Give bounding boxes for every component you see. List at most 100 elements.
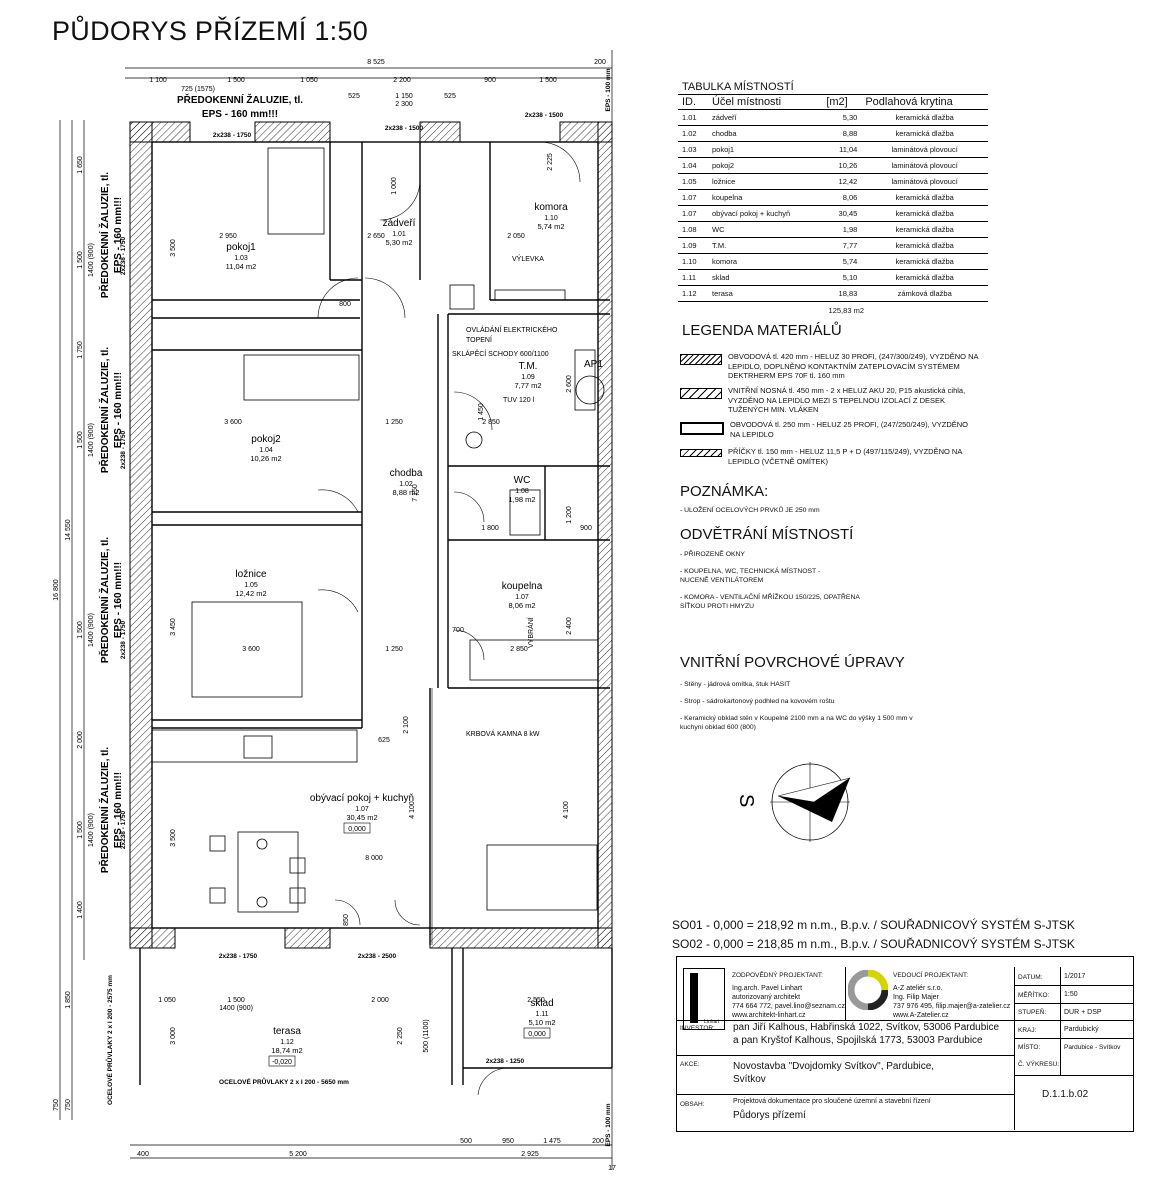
tuv-label: TUV 120 l — [503, 397, 535, 404]
room-name-label: ložnice — [235, 569, 267, 580]
room-purpose-cell: koupelna — [707, 189, 823, 206]
lintel-label: 2x238 - 1750 — [120, 236, 127, 275]
electric-label: OVLÁDÁNÍ ELEKTRICKÉHO — [466, 325, 558, 334]
room-area-label: 8,06 m2 — [508, 601, 535, 610]
dimension-label: 1 800 — [481, 525, 499, 532]
dimension-label: 700 — [452, 627, 464, 634]
title-block — [676, 956, 1134, 1132]
room-area-cell: 12,42 — [822, 173, 862, 190]
room-purpose-cell: pokoj2 — [707, 157, 823, 174]
room-number-label: 1.11 — [535, 1011, 548, 1018]
legend-text: VNITŘNÍ NOSNÁ tl. 450 mm - 2 x HELUZ AKU… — [728, 386, 966, 414]
surfaces-item: - Keramický obklad stěn v Koupelně 2100 … — [680, 715, 913, 731]
designer-logo: Linhart — [683, 968, 725, 1030]
dimension-label: 2 050 — [507, 233, 525, 240]
lead-company: A-Z ateliér s.r.o. — [893, 985, 943, 992]
dimension-label: 2 250 — [397, 1027, 404, 1045]
dimension-label: 2 200 — [393, 77, 411, 84]
room-number-label: 1.04 — [259, 447, 273, 454]
dimension-label: 3 500 — [170, 829, 177, 847]
responsible-role: autorizovaný architekt — [732, 994, 801, 1001]
drawing-no-value: D.1.1.b.02 — [1042, 1089, 1089, 1100]
north-arrow: S — [735, 762, 851, 842]
room-name-label: pokoj1 — [226, 242, 256, 253]
dimension-label: 2 400 — [566, 617, 573, 635]
room-id-cell: 1.05 — [678, 173, 708, 190]
scale-value: 1:50 — [1064, 991, 1078, 998]
stage-value: DUR + DSP — [1064, 1009, 1102, 1016]
room-number-label: 1.10 — [544, 215, 558, 222]
room-area-cell: 5,10 — [822, 269, 862, 286]
content-title: Půdorys přízemí — [733, 1110, 806, 1121]
lintel-label: 2x238 - 1750 — [120, 430, 127, 469]
room-area-cell: 8,88 — [822, 125, 862, 142]
furniture — [151, 147, 605, 913]
dimension-label: 2 300 — [395, 101, 413, 108]
dimension-label: 400 — [137, 1151, 149, 1158]
dimension-label: 625 — [378, 737, 390, 744]
date-caption: DATUM: — [1018, 974, 1043, 981]
dimension-label: 1 000 — [391, 177, 398, 195]
room-area-cell: 5,30 — [822, 109, 862, 126]
room-purpose-cell: obývací pokoj + kuchyň — [707, 205, 823, 222]
beams-left-label: OCELOVÉ PRŮVLAKY 2 x I 200 - 2575 mm — [104, 975, 114, 1105]
room-number-label: 1.07 — [355, 806, 369, 813]
room-floor-cell: keramická dlažba — [861, 269, 988, 286]
shutters-side-4: PŘEDOKENNÍ ŽALUZIE, tl. — [98, 747, 111, 873]
room-name-label: komora — [534, 202, 568, 213]
col-purpose: Účel místnosti — [707, 95, 823, 110]
dimension-label: 3 450 — [170, 618, 177, 636]
dimension-label: 850 — [343, 914, 350, 926]
dimension-label: 1400 (900) — [88, 423, 95, 457]
legend-text: PŘÍČKY tl. 150 mm - HELUZ 11,5 P + D (49… — [728, 447, 962, 466]
room-name-label: T.M. — [519, 361, 538, 372]
dimension-label: 1 475 — [543, 1138, 561, 1145]
action-line2: Svítkov — [733, 1074, 766, 1085]
dimension-label: 3 500 — [170, 239, 177, 257]
room-id-cell: 1.10 — [678, 253, 708, 270]
dimension-label: 2 550 — [527, 997, 545, 1004]
legend-swatch-exterior-250 — [680, 422, 724, 435]
eps-side-2: EPS - 160 mm!!! — [113, 372, 124, 448]
ventilation-item: - PŘIROZENĚ OKNY — [680, 551, 745, 558]
date-value: 1/2017 — [1064, 973, 1086, 980]
lintel-label: 2x238 - 1750 — [120, 810, 127, 849]
dimension-label: 2 650 — [367, 233, 385, 240]
shutters-side-3: PŘEDOKENNÍ ŽALUZIE, tl. — [98, 537, 111, 663]
stairs-label: SKLÁPĚCÍ SCHODY 600/1100 — [452, 349, 549, 358]
lintel-label: 2x238 - 1750 — [120, 620, 127, 659]
lintel-label: 2x238 - 1750 — [213, 132, 252, 139]
eps-side-3: EPS - 160 mm!!! — [113, 562, 124, 638]
legend-text: OBVODOVÁ tl. 420 mm - HELUZ 30 PROFI, (2… — [728, 352, 979, 380]
eps-right-label-top: EPS - 100 mm — [605, 68, 612, 111]
room-area-label: 1,98 m2 — [508, 495, 535, 504]
responsible-caption: ZODPOVĚDNÝ PROJEKTANT: — [732, 972, 823, 979]
lintel-label: 2x238 - 1500 — [525, 112, 564, 119]
dimension-label: 1 500 — [77, 431, 84, 449]
room-id-cell: 1.02 — [678, 125, 708, 142]
page-title: PŮDORYS PŘÍZEMÍ 1:50 — [52, 16, 369, 46]
room-name-label: WC — [514, 475, 531, 486]
room-area-label: 7,77 m2 — [514, 381, 541, 390]
dimension-label: 2 850 — [510, 646, 528, 653]
room-floor-cell: laminátová plovoucí — [861, 157, 988, 174]
dimension-label: 2 925 — [521, 1151, 539, 1158]
lead-name: Ing. Filip Majer — [893, 994, 939, 1001]
dimension-label: 525 — [444, 93, 456, 100]
dimension-label: 8 000 — [365, 855, 383, 862]
dimension-label: 1 250 — [385, 646, 403, 653]
room-purpose-cell: ložnice — [707, 173, 823, 190]
lead-web: www.A-Zatelier.cz — [893, 1012, 949, 1019]
room-table-grid: ID. Účel místnosti [m2] Podlahová krytin… — [678, 95, 988, 302]
investor-line1: pan Jiří Kalhous, Habřinská 1022, Svítko… — [733, 1022, 1000, 1033]
room-number-label: 1.08 — [515, 488, 529, 495]
note-title: POZNÁMKA: — [680, 483, 769, 500]
responsible-name: Ing.arch. Pavel Linhart — [732, 985, 803, 992]
dimension-label: 1 150 — [395, 93, 413, 100]
